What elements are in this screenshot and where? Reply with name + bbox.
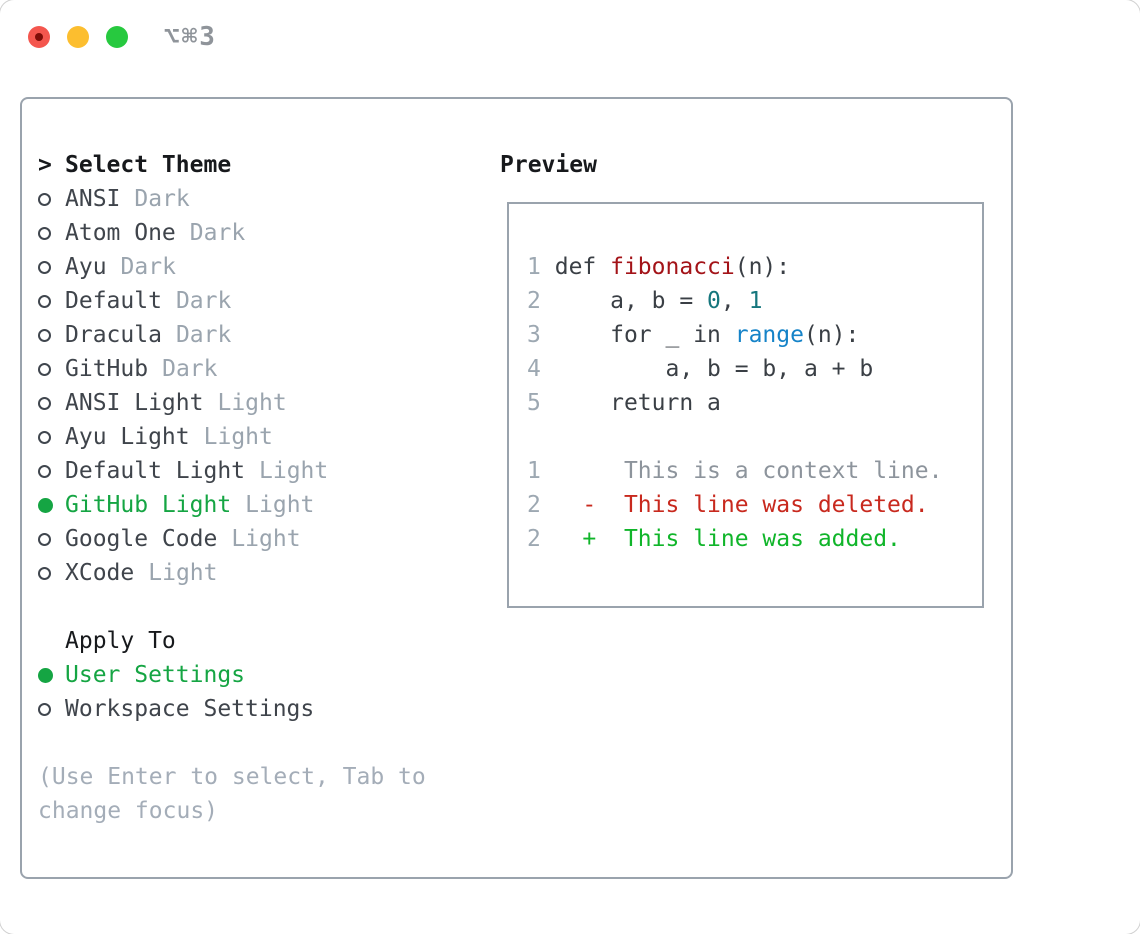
variant-label: Light [203,424,273,450]
variant-label: Dark [175,322,232,348]
code-line: 5 return a [527,390,721,416]
diff-line: 2 - This line was deleted. [527,492,929,518]
keyboard-hint: (Use Enter to select, Tab to change focu… [38,764,426,824]
option-label: ANSI [65,186,121,212]
blank-line [527,420,982,454]
code-preview-block: 1 def fibonacci(n): 2 a, b = 0, 1 3 for _ … [527,250,982,420]
apply-to-title: Apply To [65,628,176,654]
radio-icon [38,532,51,546]
radio-icon [38,362,51,376]
radio-icon [38,226,51,240]
line-number: 2 [527,526,541,552]
theme-option-ansi[interactable]: ANSI Dark [38,182,458,216]
apply-option-user-settings[interactable]: User Settings [38,658,458,692]
radio-icon [38,192,51,206]
radio-icon [38,464,51,478]
option-label: ANSI Light [65,390,204,416]
theme-option-atom-one[interactable]: Atom One Dark [38,216,458,250]
option-label: Google Code [65,526,218,552]
code-line: 2 a, b = 0, 1 [527,288,763,314]
radio-icon [38,566,51,580]
line-number: 2 [527,288,541,314]
line-number: 5 [527,390,541,416]
prompt-icon: > [38,152,52,178]
diff-line: 2 + This line was added. [527,526,901,552]
option-label: GitHub [65,356,149,382]
radio-icon [38,430,51,444]
radio-selected-icon [38,667,53,683]
radio-icon [38,294,51,308]
theme-option-github-light[interactable]: GitHub Light Light [38,488,458,522]
variant-label: Dark [120,254,176,280]
variant-label: Light [259,458,329,484]
variant-label: Dark [134,186,190,212]
radio-icon [38,328,51,342]
theme-option-ayu[interactable]: Ayu Dark [38,250,458,284]
option-label: User Settings [65,662,246,688]
theme-option-xcode[interactable]: XCode Light [38,556,458,590]
radio-selected-icon [38,497,53,513]
line-number: 1 [527,458,541,484]
maximize-button[interactable] [106,26,128,48]
option-label: Atom One [65,220,176,246]
option-label: XCode [65,560,135,586]
variant-label: Dark [189,220,246,246]
spacer [38,590,458,624]
code-line: 3 for _ in range(n): [527,322,860,348]
select-theme-title: Select Theme [65,152,232,178]
close-button[interactable] [28,26,50,48]
radio-icon [38,702,51,716]
line-number: 2 [527,492,541,518]
apply-to-header: Apply To [38,624,458,658]
theme-option-default-light[interactable]: Default Light Light [38,454,458,488]
option-label: Ayu [65,254,107,280]
theme-option-ayu-light[interactable]: Ayu Light Light [38,420,458,454]
theme-option-dracula[interactable]: Dracula Dark [38,318,458,352]
radio-icon [38,260,51,274]
variant-label: Light [148,560,218,586]
variant-label: Dark [175,288,232,314]
option-label: Dracula [65,322,162,348]
theme-option-google-code[interactable]: Google Code Light [38,522,458,556]
option-label: Ayu Light [65,424,190,450]
close-button-dot-icon [35,33,43,41]
variant-label: Dark [162,356,218,382]
variant-label: Light [245,492,315,518]
window-title: ⌥⌘3 [164,22,217,52]
titlebar: ⌥⌘3 [0,0,1140,75]
radio-icon [38,396,51,410]
diff-preview-block: 1 This is a context line. 2 - This line w… [527,454,982,556]
theme-option-github[interactable]: GitHub Dark [38,352,458,386]
diff-line: 1 This is a context line. [527,458,943,484]
apply-option-workspace-settings[interactable]: Workspace Settings [38,692,458,726]
option-label: GitHub Light [65,492,232,518]
option-label: Default Light [65,458,246,484]
code-line: 1 def fibonacci(n): [527,254,791,280]
code-line: 4 a, b = b, a + b [527,356,874,382]
variant-label: Light [217,390,287,416]
line-number: 1 [527,254,541,280]
minimize-button[interactable] [67,26,89,48]
theme-option-ansi-light[interactable]: ANSI Light Light [38,386,458,420]
theme-option-default[interactable]: Default Dark [38,284,458,318]
option-label: Default [65,288,162,314]
select-theme-header: > Select Theme [38,148,458,182]
line-number: 3 [527,322,541,348]
preview-title: Preview [500,152,597,178]
variant-label: Light [231,526,301,552]
line-number: 4 [527,356,541,382]
option-label: Workspace Settings [65,696,315,722]
preview-pane: 1 def fibonacci(n): 2 a, b = 0, 1 3 for _ … [507,202,984,608]
